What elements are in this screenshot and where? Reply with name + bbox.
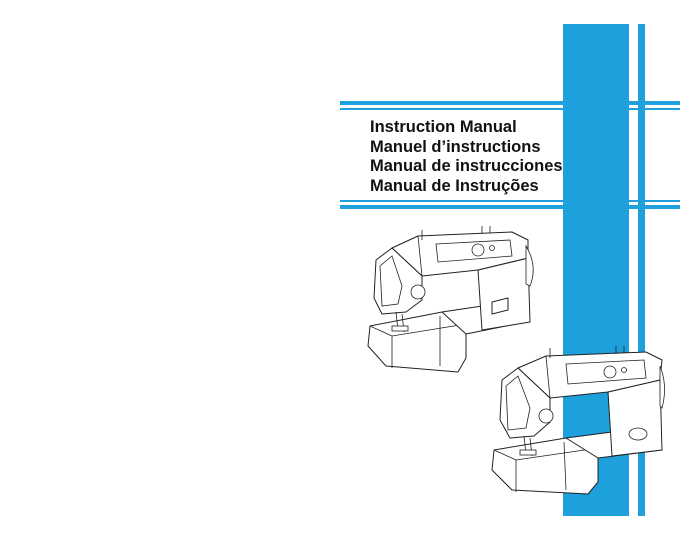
bottom-rule-thin xyxy=(340,200,680,202)
title-english: Instruction Manual xyxy=(370,118,517,136)
title-french: Manuel d’instructions xyxy=(370,137,541,156)
bottom-rule-thick xyxy=(340,205,680,209)
title-block: Instruction Manual Manuel d’instructions… xyxy=(370,118,563,196)
blue-vertical-stripe-narrow xyxy=(638,24,645,516)
top-rule-thick xyxy=(340,101,680,105)
sewing-machine-front-illustration xyxy=(491,346,665,495)
top-rule-thin xyxy=(340,108,680,110)
title-portuguese: Manual de Instruções xyxy=(370,176,539,195)
sewing-machine-back-illustration xyxy=(367,226,534,373)
title-spanish: Manual de instrucciones xyxy=(370,157,563,175)
